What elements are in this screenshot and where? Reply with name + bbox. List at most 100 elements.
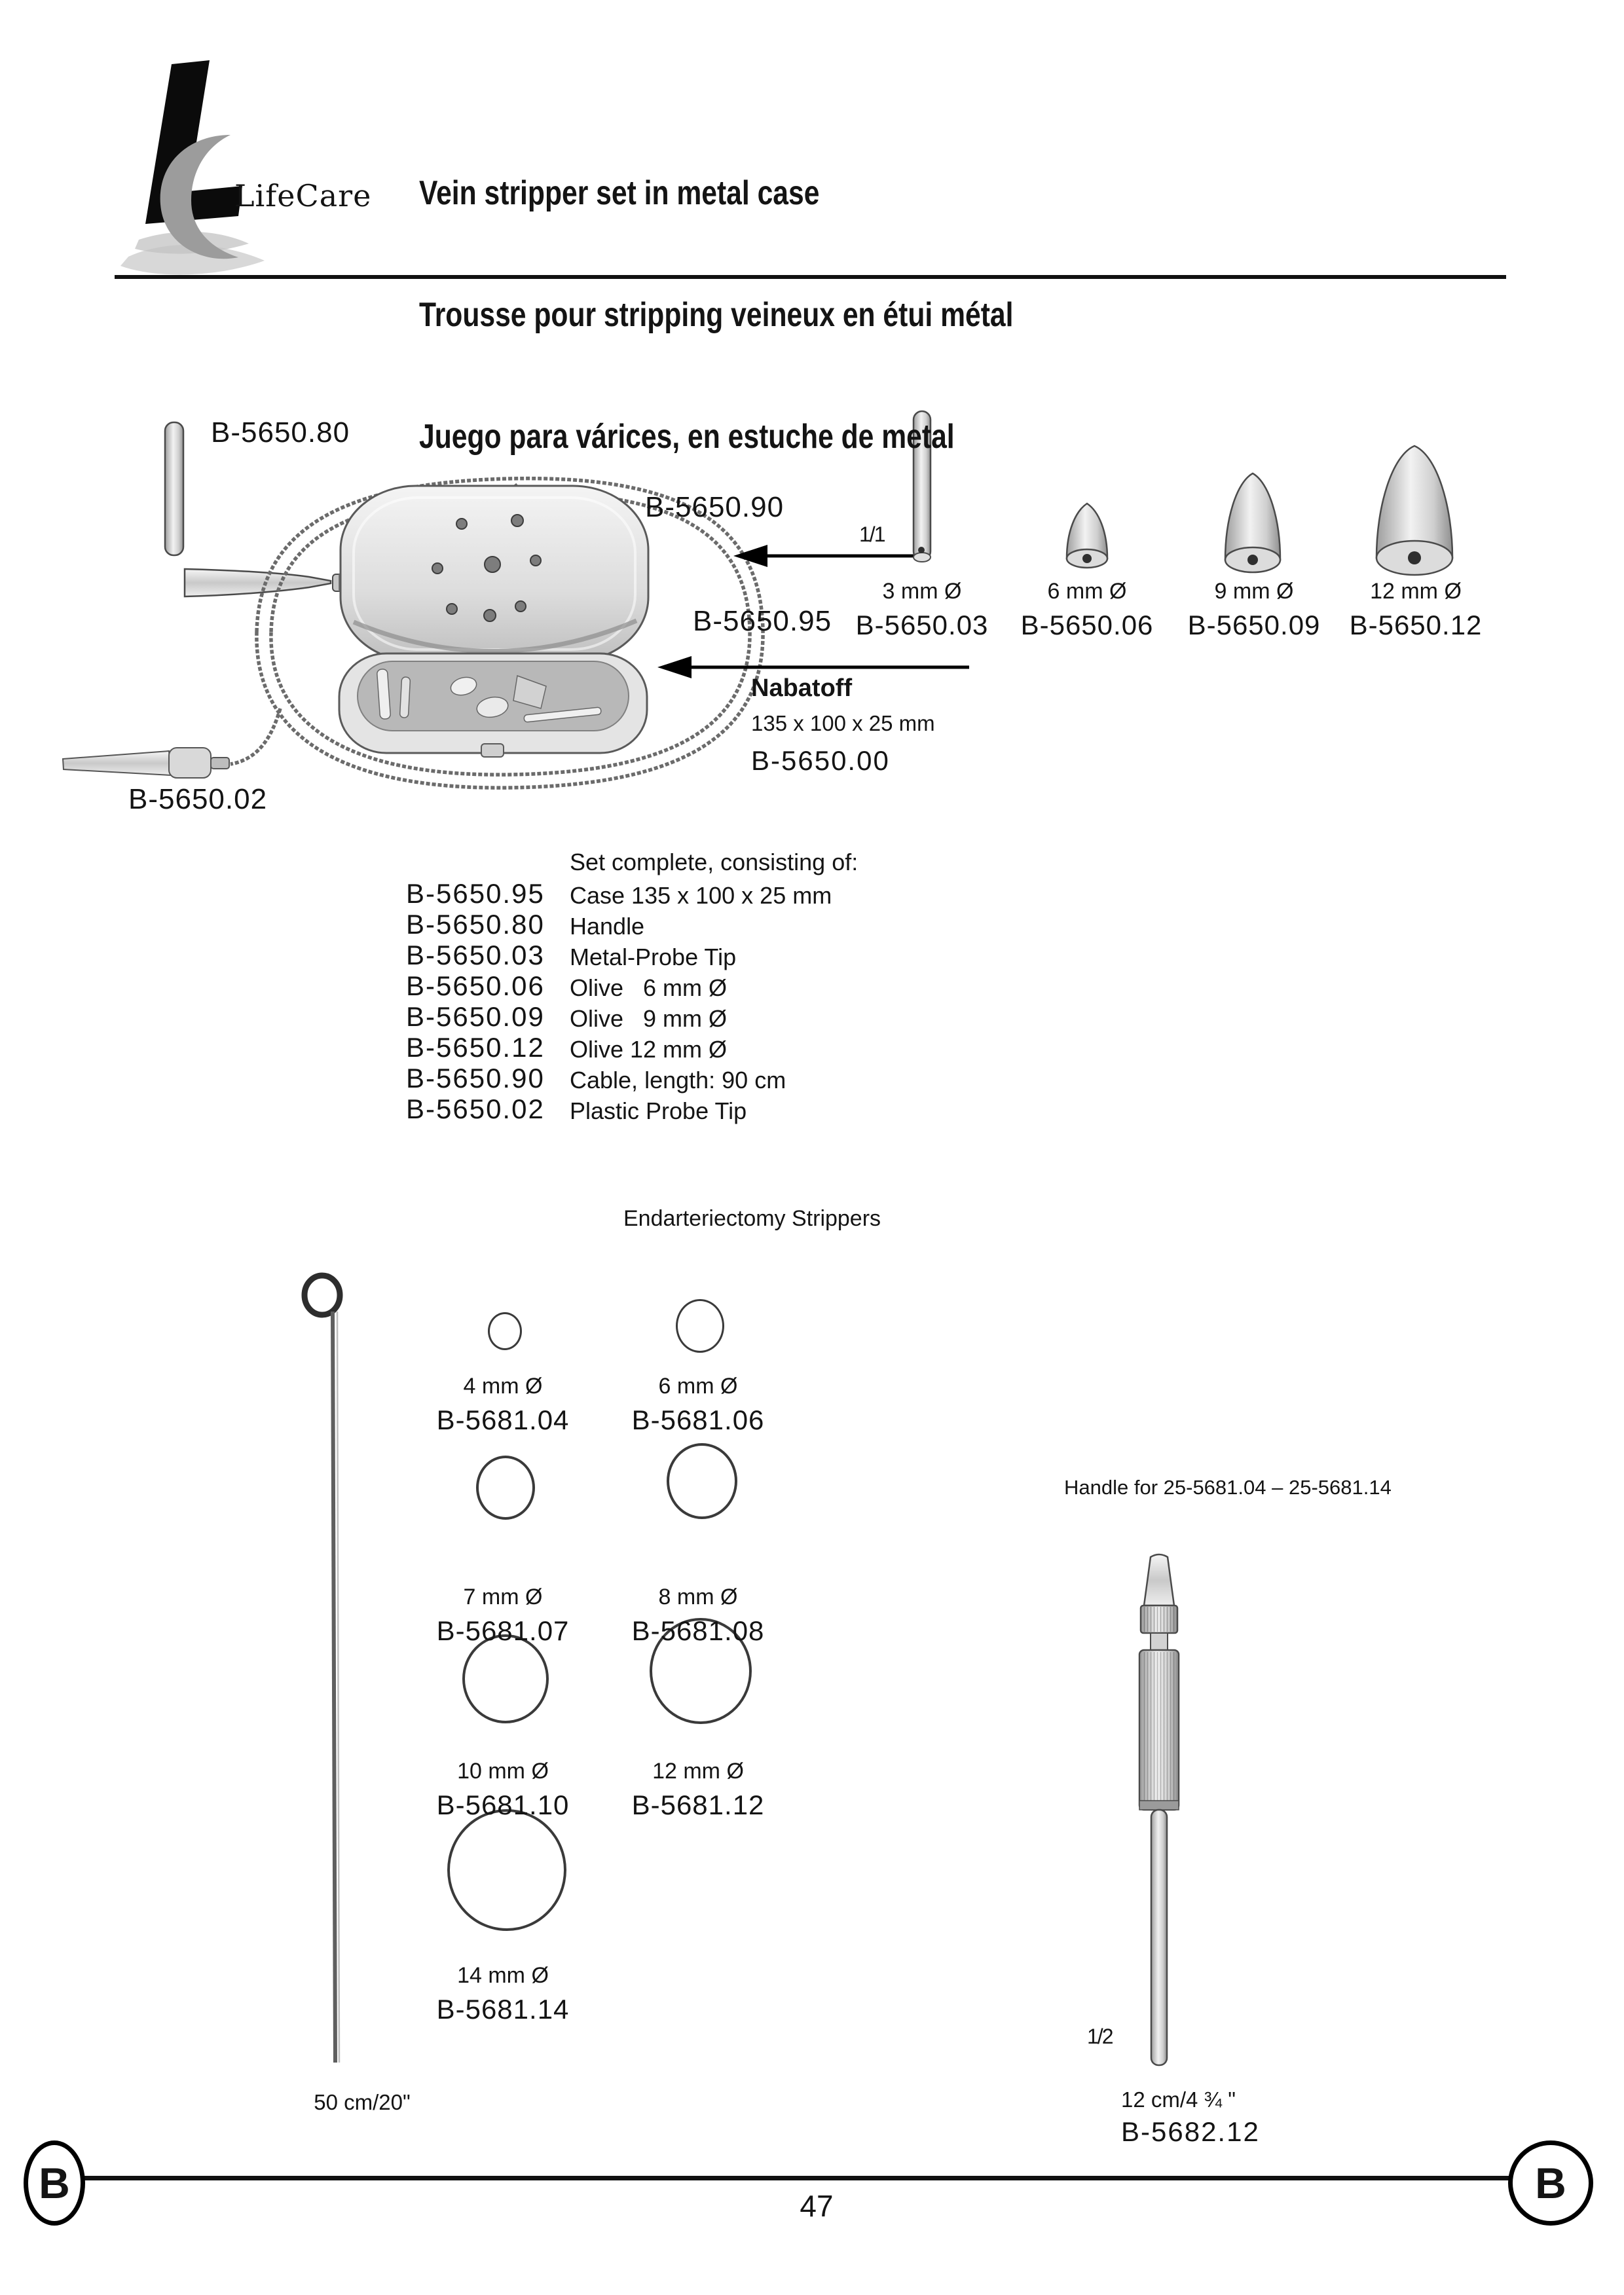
stripper-ring-14mm bbox=[447, 1809, 566, 1931]
lifecare-logo-icon bbox=[120, 60, 265, 275]
stripper-wire-illustration bbox=[301, 1272, 343, 2063]
set-list-row: B-5650.09 Olive 9 mm Ø bbox=[406, 1001, 1126, 1032]
section-badge-right: B bbox=[1508, 2140, 1593, 2226]
stripper-ring-4mm bbox=[488, 1312, 522, 1350]
set-item-description: Handle bbox=[570, 913, 645, 940]
set-item-number: B-5650.95 bbox=[406, 878, 545, 909]
set-item-description: Cable, length: 90 cm bbox=[570, 1067, 786, 1093]
set-item-description: Metal-Probe Tip bbox=[570, 944, 737, 970]
tip-size: 12 mm Ø bbox=[1370, 579, 1462, 604]
set-item-description: Olive 12 mm Ø bbox=[570, 1036, 728, 1063]
product-dimensions: 135 x 100 x 25 mm bbox=[751, 711, 935, 735]
title-line-en: Vein stripper set in metal case bbox=[419, 174, 820, 212]
section-badge-left: B bbox=[24, 2140, 85, 2226]
stripper-size: 10 mm Ø bbox=[457, 1759, 549, 1784]
olive-6mm-illustration bbox=[1065, 502, 1109, 569]
stripper-label-10mm: 10 mm Ø B-5681.10 bbox=[437, 1759, 570, 1821]
stripper-size: 12 mm Ø bbox=[652, 1759, 744, 1784]
callout-cable-number: B-5650.90 bbox=[645, 491, 784, 523]
set-item-number: B-5650.90 bbox=[406, 1063, 545, 1093]
stripper-number: B-5681.06 bbox=[631, 1405, 765, 1435]
stripper-number: B-5681.04 bbox=[436, 1405, 570, 1435]
tip-label-3mm: 3 mm Ø B-5650.03 bbox=[856, 579, 989, 641]
cable-callout-arrow bbox=[733, 545, 914, 567]
set-item-number: B-5650.02 bbox=[406, 1093, 545, 1124]
wire-length-label: 50 cm/20" bbox=[314, 2090, 411, 2114]
tip-size: 3 mm Ø bbox=[882, 579, 962, 604]
set-list-row: B-5650.90 Cable, length: 90 cm bbox=[406, 1063, 1126, 1093]
callout-plastic-tip-number: B-5650.02 bbox=[128, 783, 268, 815]
set-list-row: B-5650.06 Olive 6 mm Ø bbox=[406, 970, 1126, 1001]
handle-number: B-5682.12 bbox=[1121, 2116, 1260, 2147]
product-name: Nabatoff bbox=[751, 674, 853, 702]
page-title: Vein stripper set in metal case Trousse … bbox=[419, 92, 1013, 498]
set-item-number: B-5650.03 bbox=[406, 940, 545, 970]
set-list-row: B-5650.95 Case 135 x 100 x 25 mm bbox=[406, 878, 1126, 909]
stripper-number: B-5681.10 bbox=[436, 1790, 570, 1820]
stripper-ring-7mm bbox=[476, 1456, 535, 1520]
tip-number: B-5650.09 bbox=[1187, 610, 1321, 640]
stripper-ring-8mm bbox=[667, 1443, 737, 1519]
stripper-ring-10mm bbox=[462, 1634, 549, 1723]
set-item-description: Olive 9 mm Ø bbox=[570, 1005, 728, 1032]
set-list-row: B-5650.80 Handle bbox=[406, 909, 1126, 940]
tip-label-6mm: 6 mm Ø B-5650.06 bbox=[1021, 579, 1154, 641]
stripper-label-8mm: 8 mm Ø B-5681.08 bbox=[632, 1585, 765, 1647]
set-item-number: B-5650.09 bbox=[406, 1001, 545, 1032]
tip-label-9mm: 9 mm Ø B-5650.09 bbox=[1188, 579, 1321, 641]
section-letter: B bbox=[1535, 2159, 1566, 2207]
tip-number: B-5650.12 bbox=[1349, 610, 1483, 640]
stripper-label-12mm: 12 mm Ø B-5681.12 bbox=[632, 1759, 765, 1821]
stripper-size: 8 mm Ø bbox=[658, 1585, 738, 1609]
page-number: 47 bbox=[800, 2189, 834, 2223]
stripper-number: B-5681.12 bbox=[631, 1790, 765, 1820]
set-item-description: Olive 6 mm Ø bbox=[570, 974, 728, 1001]
product-number: B-5650.00 bbox=[751, 745, 890, 776]
tip-number: B-5650.03 bbox=[855, 610, 989, 640]
set-list-row: B-5650.12 Olive 12 mm Ø bbox=[406, 1032, 1126, 1063]
stripper-ring-12mm bbox=[650, 1618, 752, 1724]
set-list-row: B-5650.02 Plastic Probe Tip bbox=[406, 1093, 1126, 1124]
handle-length-label: 12 cm/4 ¾ " bbox=[1121, 2087, 1236, 2112]
tip-label-12mm: 12 mm Ø B-5650.12 bbox=[1350, 579, 1483, 641]
title-line-es: Juego para várices, en estuche de metal bbox=[419, 418, 955, 456]
stripper-number: B-5681.14 bbox=[436, 1994, 570, 2025]
stripper-number: B-5681.08 bbox=[631, 1615, 765, 1646]
set-item-description: Plastic Probe Tip bbox=[570, 1097, 747, 1124]
stripper-label-6mm: 6 mm Ø B-5681.06 bbox=[632, 1374, 765, 1436]
endarteriectomy-heading: Endarteriectomy Strippers bbox=[623, 1206, 881, 1231]
tip-size: 6 mm Ø bbox=[1047, 579, 1127, 604]
plastic-probe-tip-illustration bbox=[62, 747, 230, 779]
callout-case-number: B-5650.95 bbox=[693, 605, 832, 637]
section-letter: B bbox=[39, 2159, 70, 2207]
handle-note: Handle for 25-5681.04 – 25-5681.14 bbox=[1064, 1476, 1392, 1499]
stripper-size: 4 mm Ø bbox=[463, 1374, 543, 1399]
callout-handle-number: B-5650.80 bbox=[211, 416, 350, 449]
metal-probe-tip-illustration bbox=[912, 410, 932, 562]
set-item-number: B-5650.80 bbox=[406, 909, 545, 940]
tip-size: 9 mm Ø bbox=[1214, 579, 1294, 604]
set-complete-list: Set complete, consisting of: B-5650.95 C… bbox=[406, 849, 1126, 1137]
set-item-number: B-5650.12 bbox=[406, 1032, 545, 1063]
stripper-handle-tool-illustration bbox=[1138, 1553, 1180, 2066]
footer-rule bbox=[75, 2176, 1509, 2180]
stripper-size: 14 mm Ø bbox=[457, 1963, 549, 1988]
stripper-label-7mm: 7 mm Ø B-5681.07 bbox=[437, 1585, 570, 1647]
title-line-fr: Trousse pour stripping veineux en étui m… bbox=[419, 296, 1014, 334]
set-list-header: Set complete, consisting of: bbox=[570, 849, 858, 875]
lifecare-logo-text: LifeCare bbox=[234, 178, 372, 213]
olive-12mm-illustration bbox=[1375, 445, 1454, 576]
stripper-number: B-5681.07 bbox=[436, 1615, 570, 1646]
case-callout-arrow bbox=[657, 656, 969, 678]
stripper-label-14mm: 14 mm Ø B-5681.14 bbox=[437, 1963, 570, 2025]
scale-marker-half: 1/2 bbox=[1087, 2025, 1114, 2048]
header-rule bbox=[115, 275, 1506, 279]
scale-marker-full: 1/1 bbox=[859, 523, 886, 546]
stripper-ring-6mm bbox=[676, 1299, 724, 1353]
stripper-label-4mm: 4 mm Ø B-5681.04 bbox=[437, 1374, 570, 1436]
stripper-size: 7 mm Ø bbox=[463, 1585, 543, 1609]
olive-9mm-illustration bbox=[1224, 472, 1282, 574]
tip-number: B-5650.06 bbox=[1020, 610, 1154, 640]
